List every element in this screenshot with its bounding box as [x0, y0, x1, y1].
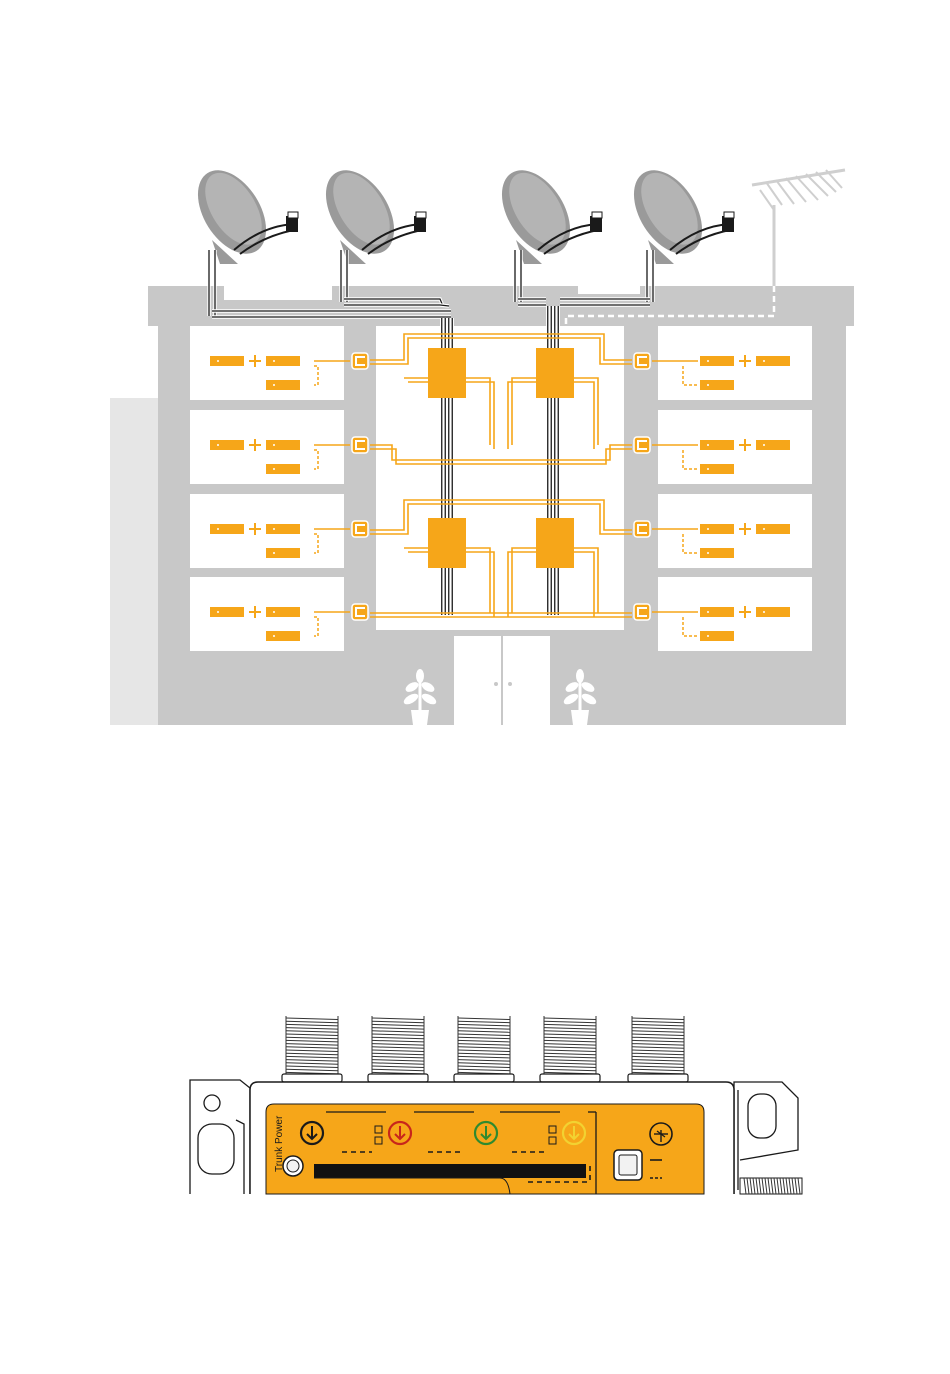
- tv-receiver-icon: [756, 524, 790, 534]
- tv-receiver-icon: [210, 356, 244, 366]
- terrestrial-switch[interactable]: [614, 1150, 642, 1180]
- tv-receiver-icon: [210, 607, 244, 617]
- satellite-dish-icon: [312, 158, 426, 266]
- tv-receiver-icon: [756, 356, 790, 366]
- mounting-ear-right: [734, 1082, 798, 1194]
- tv-receiver-icon: [700, 464, 734, 474]
- trunk-power-button[interactable]: [283, 1156, 303, 1176]
- c-outlet-icon: [352, 353, 368, 369]
- multiswitch-1: [428, 348, 466, 398]
- tv-receiver-icon: [700, 607, 734, 617]
- apartment-right-4: [634, 577, 812, 651]
- tv-receiver-icon: [266, 631, 300, 641]
- apartment-right-2: [634, 410, 812, 484]
- satellite-dish-icon: [620, 158, 734, 266]
- satellite-dish-icon: [488, 158, 602, 266]
- tv-receiver-icon: [266, 356, 300, 366]
- tv-receiver-icon: [700, 524, 734, 534]
- tv-receiver-icon: [210, 440, 244, 450]
- c-outlet-icon: [634, 604, 650, 620]
- f-connector: [628, 1016, 688, 1082]
- f-connectors: [282, 1016, 688, 1082]
- stairwell: [376, 326, 624, 630]
- terrestrial-icon: [650, 1123, 672, 1145]
- f-connector: [282, 1016, 342, 1082]
- apartment-left-3: [190, 494, 368, 568]
- power-icon: [301, 1122, 323, 1144]
- input-indicators: [301, 1122, 585, 1144]
- side-wall: [110, 398, 158, 725]
- tv-receiver-icon: [266, 548, 300, 558]
- label-panel: [266, 1104, 704, 1194]
- f-connector: [368, 1016, 428, 1082]
- c-outlet-icon: [352, 437, 368, 453]
- apartment-left-2: [190, 410, 368, 484]
- dip-switch-icon: [375, 1126, 556, 1144]
- tv-receiver-icon: [756, 440, 790, 450]
- mounting-ear-left: [190, 1080, 250, 1194]
- c-outlet-icon: [634, 353, 650, 369]
- tv-receiver-icon: [700, 631, 734, 641]
- output-connector: [740, 1178, 802, 1194]
- tv-receiver-icon: [700, 356, 734, 366]
- door-icon: [454, 636, 550, 725]
- trunk-power-label: Trunk Power: [274, 1115, 285, 1172]
- tv-receiver-icon: [266, 607, 300, 617]
- c-outlet-icon: [352, 604, 368, 620]
- tv-receiver-icon: [266, 464, 300, 474]
- tv-receiver-icon: [756, 607, 790, 617]
- tv-receiver-icon: [266, 524, 300, 534]
- tv-receiver-icon: [266, 380, 300, 390]
- sat-input-icon-yellow: [563, 1122, 585, 1144]
- satellite-dish-icon: [184, 158, 298, 266]
- c-outlet-icon: [634, 521, 650, 537]
- tv-receiver-icon: [700, 440, 734, 450]
- multiswitch-2: [536, 348, 574, 398]
- tv-receiver-icon: [700, 380, 734, 390]
- apartment-left-1: [190, 326, 368, 400]
- apartment-right-3: [634, 494, 812, 568]
- distribution-diagram: [0, 0, 950, 760]
- f-connector: [454, 1016, 514, 1082]
- c-outlet-icon: [634, 437, 650, 453]
- tv-receiver-icon: [266, 440, 300, 450]
- sat-input-icon-green: [475, 1122, 497, 1144]
- f-connector: [540, 1016, 600, 1082]
- satellite-dishes: [184, 158, 734, 266]
- apartment-left-4: [190, 577, 368, 651]
- apartment-right-1: [634, 326, 812, 400]
- multiswitch-3: [428, 518, 466, 568]
- device-body: [250, 1082, 734, 1194]
- tv-receiver-icon: [210, 524, 244, 534]
- c-outlet-icon: [352, 521, 368, 537]
- label-bar: [314, 1164, 586, 1178]
- tv-receiver-icon: [700, 548, 734, 558]
- multiswitch-4: [536, 518, 574, 568]
- sat-input-icon-red: [389, 1122, 411, 1144]
